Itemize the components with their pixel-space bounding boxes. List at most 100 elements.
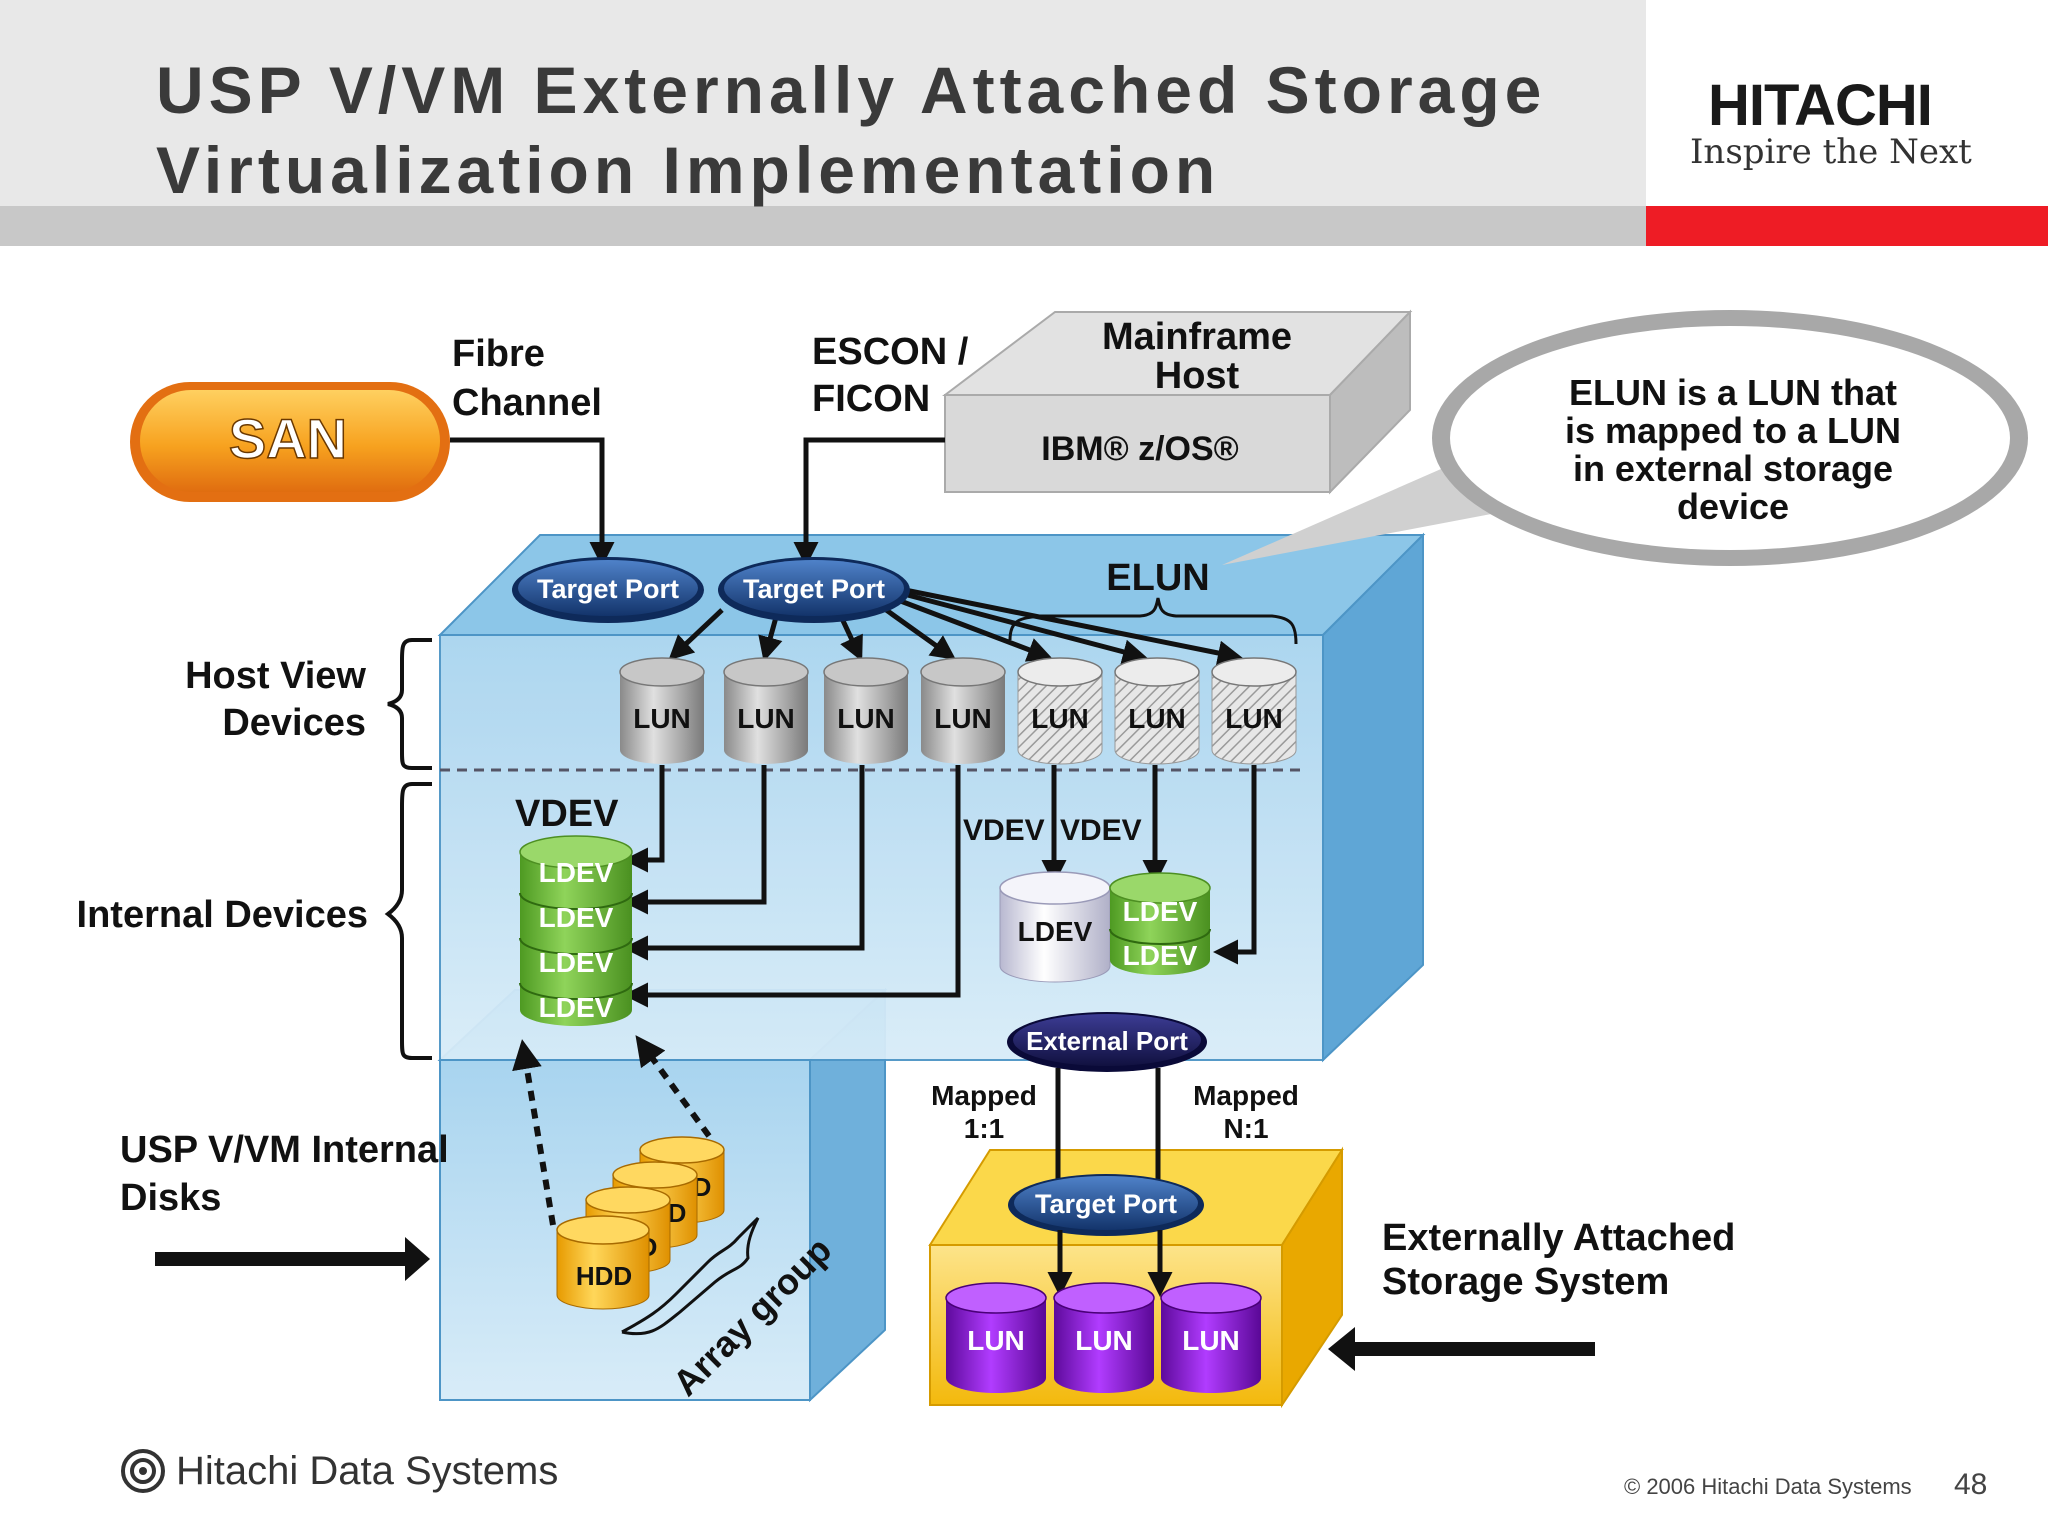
- lun-7-elun: LUN: [1211, 657, 1297, 765]
- lun-to-ldev-arrows: [623, 765, 1257, 1008]
- hdd-3-label: D: [668, 1198, 687, 1228]
- lun-3-label: LUN: [837, 703, 895, 734]
- external-system-line-1: Externally Attached: [1382, 1217, 1735, 1259]
- mapped-n-1-line-2: N:1: [1223, 1113, 1268, 1144]
- host-view-line-2: Devices: [222, 702, 366, 744]
- mainframe-label-line-2: Host: [1155, 355, 1240, 397]
- footer-logo: Hitachi Data Systems: [120, 1448, 558, 1494]
- lun-1: LUN: [619, 657, 705, 764]
- ldev-label-3: LDEV: [539, 947, 614, 978]
- lun-6-label: LUN: [1128, 703, 1186, 734]
- lun-4: LUN: [920, 657, 1006, 764]
- host-connections: [450, 437, 945, 567]
- ext-lun-1: LUN: [945, 1282, 1047, 1393]
- slide-title: USP V/VM Externally Attached Storage Vir…: [156, 50, 1546, 210]
- ldev-label-1: LDEV: [539, 857, 614, 888]
- mainframe-host: Mainframe Host IBM® z/OS®: [942, 309, 1413, 495]
- brand-red-bar: [1646, 206, 2048, 246]
- escon-ficon-line-2: FICON: [812, 378, 930, 420]
- target-port-2: Target Port: [718, 557, 910, 623]
- mainframe-label-line-1: Mainframe: [1102, 316, 1292, 358]
- fibre-channel-line-1: Fibre: [452, 333, 545, 375]
- external-lun-row: LUN LUN LUN: [945, 1282, 1262, 1393]
- san-pill: SAN: [130, 382, 450, 502]
- vdev-label-internal: VDEV: [515, 793, 619, 835]
- lun-5-label: LUN: [1031, 703, 1089, 734]
- internal-disks-line-1: USP V/VM Internal: [120, 1129, 449, 1171]
- hdd-1-label: HDD: [576, 1261, 632, 1291]
- hds-logo-icon: [121, 1449, 165, 1493]
- ext-lun-3-label: LUN: [1182, 1325, 1240, 1356]
- array-group-brace: [621, 1216, 760, 1336]
- external-ldev-1-1: LDEV: [999, 871, 1111, 983]
- internal-ldev-stack: LDEV LDEV LDEV LDEV: [519, 835, 633, 1026]
- vdev-label-ext-2: VDEV: [1060, 814, 1142, 847]
- header-strip: [0, 206, 1646, 246]
- external-port: External Port: [1007, 1012, 1207, 1072]
- internal-devices-brace: [384, 782, 432, 1060]
- target-port-2-label: Target Port: [743, 574, 885, 604]
- callout-line-4: device: [1677, 486, 1789, 527]
- hdd-to-ldev-arrows: [512, 1035, 712, 1226]
- target-port-external-label: Target Port: [1035, 1189, 1177, 1219]
- copyright: © 2006 Hitachi Data Systems: [1624, 1474, 1912, 1499]
- callout-line-3: in external storage: [1573, 448, 1893, 489]
- host-view-line-1: Host View: [185, 655, 366, 697]
- ext-lun-1-label: LUN: [967, 1325, 1025, 1356]
- san-to-target-port-1: [450, 437, 615, 567]
- vdev-label-ext-1: VDEV: [963, 814, 1045, 847]
- title-line-2: Virtualization Implementation: [156, 133, 1221, 207]
- external-ldev-n-1: LDEV LDEV: [1109, 872, 1211, 975]
- ext-lun-3: LUN: [1160, 1282, 1262, 1393]
- callout-line-1: ELUN is a LUN that: [1569, 372, 1897, 413]
- brand-name: HITACHI: [1708, 73, 1933, 138]
- ldev-label-ext-green-2: LDEV: [1123, 940, 1198, 971]
- title-line-1: USP V/VM Externally Attached Storage: [156, 53, 1547, 127]
- page-number: 48: [1954, 1468, 1988, 1501]
- lun-row: LUN LUN LUN LUN LUN LUN LUN: [619, 657, 1297, 765]
- lun-3: LUN: [823, 657, 909, 764]
- internal-disks-line-2: Disks: [120, 1177, 221, 1219]
- callout-line-2: is mapped to a LUN: [1565, 410, 1901, 451]
- escon-ficon-line-1: ESCON /: [812, 331, 969, 373]
- lun-2-label: LUN: [737, 703, 795, 734]
- mainframe-os-label: IBM® z/OS®: [1041, 430, 1238, 468]
- lun-2: LUN: [723, 657, 809, 764]
- hdd-stack: D D D HDD: [556, 1136, 725, 1310]
- san-label: SAN: [229, 407, 347, 470]
- port-to-lun-arrows: [668, 587, 1243, 666]
- internal-disks-arrow: [155, 1237, 430, 1281]
- ldev-label-ext-green-1: LDEV: [1123, 896, 1198, 927]
- target-port-1: Target Port: [512, 557, 704, 623]
- elun-callout: ELUN is a LUN that is mapped to a LUN in…: [1222, 310, 2028, 566]
- lun-7-label: LUN: [1225, 703, 1283, 734]
- ldev-label-4: LDEV: [539, 992, 614, 1023]
- ldev-label-2: LDEV: [539, 902, 614, 933]
- mapped-1-1-line-2: 1:1: [964, 1113, 1004, 1144]
- host-view-brace: [387, 638, 432, 770]
- target-to-ext-lun-arrows: [1047, 1230, 1173, 1297]
- internal-devices-label: Internal Devices: [77, 894, 368, 936]
- ext-lun-2-label: LUN: [1075, 1325, 1133, 1356]
- external-port-label: External Port: [1026, 1026, 1188, 1056]
- mainframe-to-target-port-2: [793, 437, 945, 567]
- external-port-links: [1055, 1068, 1161, 1180]
- mapped-n-1-line-1: Mapped: [1193, 1080, 1299, 1111]
- external-system-line-2: Storage System: [1382, 1261, 1669, 1303]
- lun-4-label: LUN: [934, 703, 992, 734]
- hitachi-logo: HITACHI Inspire the Next: [1646, 0, 2048, 206]
- target-port-1-label: Target Port: [537, 574, 679, 604]
- brand-tagline: Inspire the Next: [1690, 132, 1972, 172]
- header-band: [0, 0, 1646, 246]
- lun-5-elun: LUN: [1017, 657, 1103, 765]
- hdd-1: HDD: [556, 1215, 650, 1310]
- fibre-channel-line-2: Channel: [452, 382, 602, 424]
- external-system-arrow: [1328, 1327, 1595, 1371]
- mapped-1-1-line-1: Mapped: [931, 1080, 1037, 1111]
- target-port-external: Target Port: [1008, 1174, 1204, 1236]
- ext-lun-2: LUN: [1053, 1282, 1155, 1393]
- lun-1-label: LUN: [633, 703, 691, 734]
- lun-6-elun: LUN: [1114, 657, 1200, 765]
